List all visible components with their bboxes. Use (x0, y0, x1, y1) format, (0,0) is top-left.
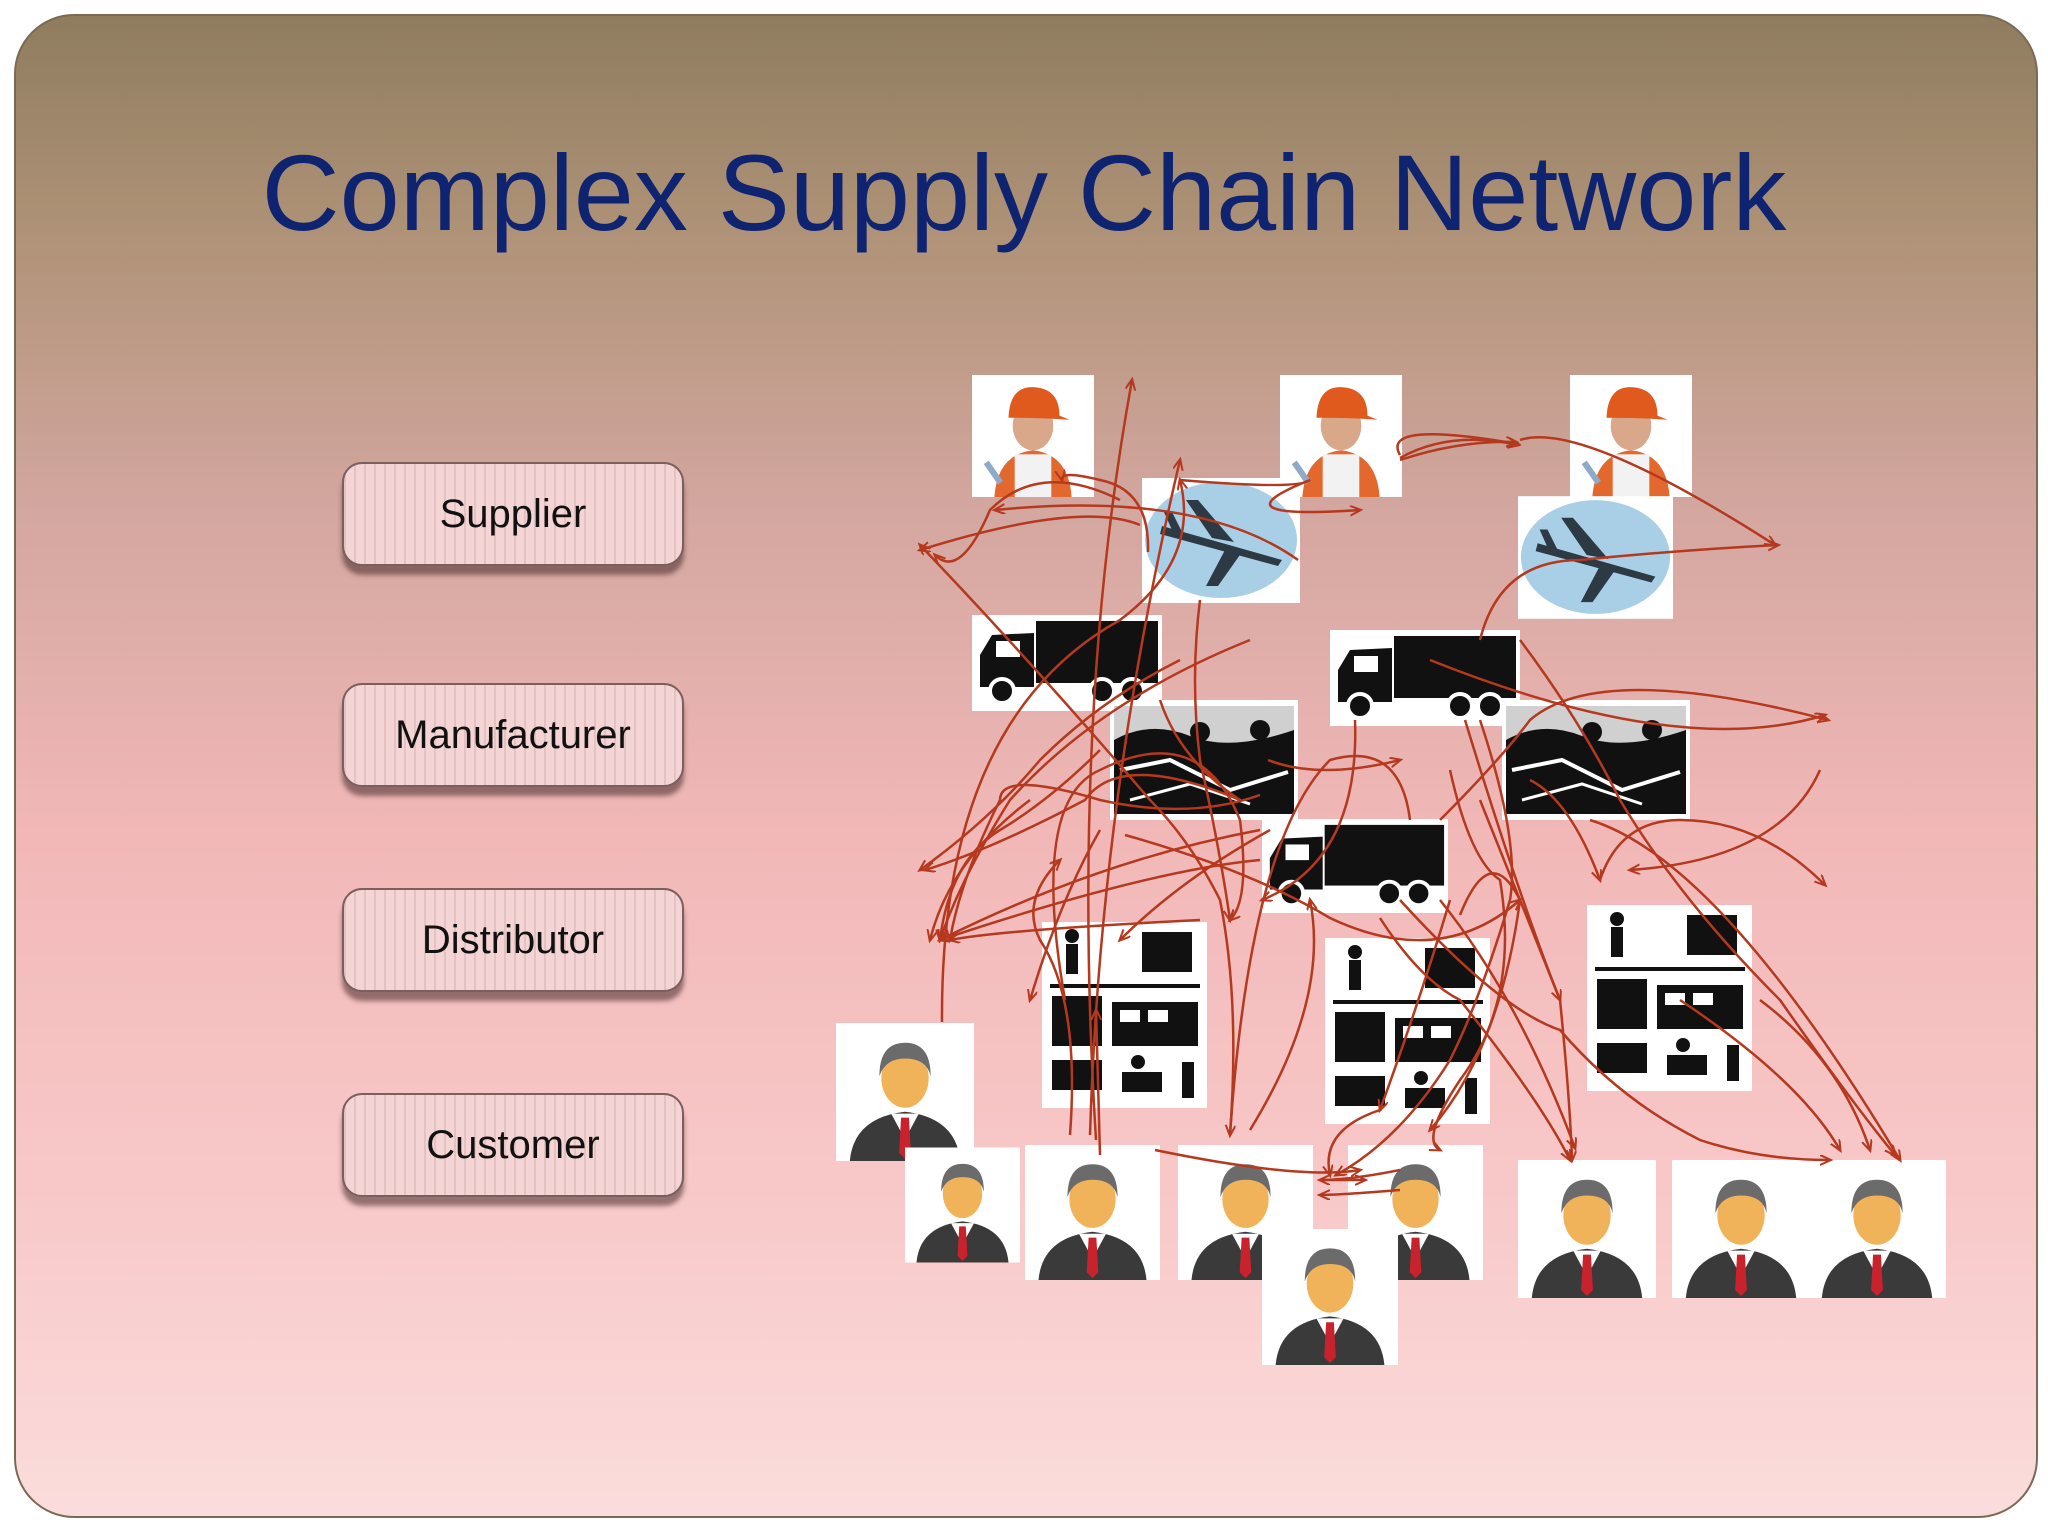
arrow (940, 638, 1251, 940)
arrow (1478, 545, 1778, 641)
arrow (950, 918, 1201, 940)
arrow (1439, 688, 1828, 821)
manufacturer-label: Manufacturer (395, 712, 631, 757)
arrow (1262, 719, 1357, 900)
arrow (1463, 719, 1560, 1000)
arrow (1320, 1168, 1401, 1180)
supplier-label: Supplier (439, 491, 587, 536)
airplane-icon (1518, 495, 1673, 620)
arrow (1179, 478, 1360, 512)
arrow (1430, 872, 1522, 1130)
arrow (1062, 475, 1150, 553)
arrow (1120, 828, 1271, 940)
customer-label-box: Customer (342, 1093, 684, 1197)
worker-icon (972, 375, 1094, 497)
arrow (1399, 899, 1830, 1160)
warehouse-icon (1587, 905, 1752, 1091)
arrow (920, 515, 1141, 550)
arrow (1439, 899, 1575, 1148)
arrow (1759, 999, 1870, 1150)
manufacturer-label-box: Manufacturer (342, 683, 684, 787)
arrow (1378, 917, 1570, 1160)
arrow (1529, 778, 1600, 880)
arrow (920, 658, 1181, 870)
businessman-icon (1672, 1160, 1810, 1298)
arrow (1087, 380, 1132, 1141)
arrow (1399, 442, 1516, 462)
arrow (920, 545, 1235, 1136)
worker-icon (1280, 375, 1402, 497)
arrow (1589, 818, 1900, 1160)
arrow (1154, 1148, 1360, 1173)
arrow (995, 506, 1299, 562)
arrow (1429, 658, 1825, 731)
arrow (1248, 900, 1314, 1131)
businessman-icon (1025, 1145, 1160, 1280)
arrow (1193, 599, 1230, 920)
worker-icon (1570, 375, 1692, 497)
arrow (1433, 769, 1507, 1150)
distributor-label-box: Distributor (342, 888, 684, 992)
arrow (940, 480, 1184, 1023)
arrow (1124, 833, 1520, 942)
arrow (1267, 760, 1400, 772)
arrow (1598, 818, 1825, 885)
arrow (1320, 1188, 1401, 1195)
factory-workers-icon (1110, 700, 1298, 820)
arrow (1336, 719, 1514, 1175)
warehouse-icon (1042, 922, 1207, 1108)
arrow (940, 858, 1261, 940)
arrow (1230, 754, 1412, 1135)
arrow (940, 749, 1101, 940)
arrow (1030, 829, 1102, 1000)
arrow (1088, 460, 1180, 1136)
distributor-label: Distributor (421, 917, 605, 962)
arrow (1380, 899, 1452, 1110)
arrow (950, 783, 1261, 940)
truck-icon (1330, 630, 1520, 726)
customer-label: Customer (426, 1122, 600, 1167)
businessman-icon (1808, 1160, 1946, 1298)
supplier-label-box: Supplier (342, 462, 684, 566)
arrow (1679, 998, 1840, 1150)
arrow (1329, 1108, 1381, 1175)
businessman-icon (1518, 1160, 1656, 1298)
arrow (1519, 436, 1775, 545)
slide-title: Complex Supply Chain Network (261, 132, 1787, 253)
arrow (1630, 769, 1822, 870)
businessman-icon (905, 1146, 1020, 1264)
arrow (1032, 860, 1074, 1136)
businessman-icon (1262, 1228, 1398, 1366)
arrow (1096, 1010, 1100, 1156)
arrow (940, 828, 1261, 940)
